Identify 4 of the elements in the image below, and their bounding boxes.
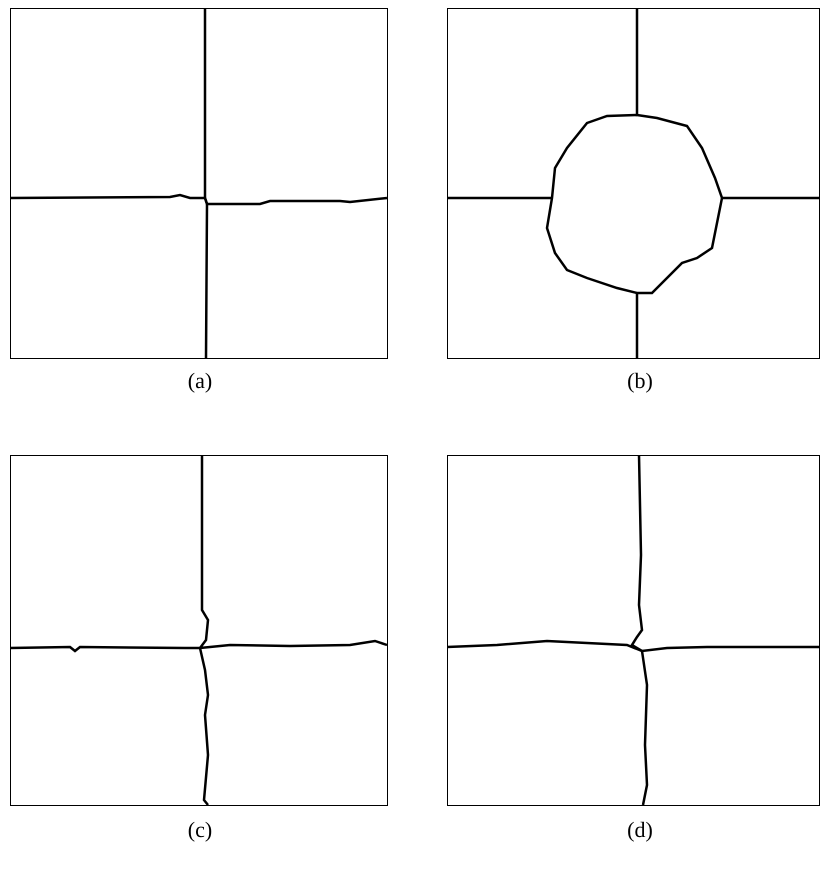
panel-label: (b): [626, 368, 654, 394]
panel-label: (c): [186, 817, 214, 843]
panel-label: (d): [626, 817, 654, 843]
panel-label: (a): [186, 368, 214, 394]
